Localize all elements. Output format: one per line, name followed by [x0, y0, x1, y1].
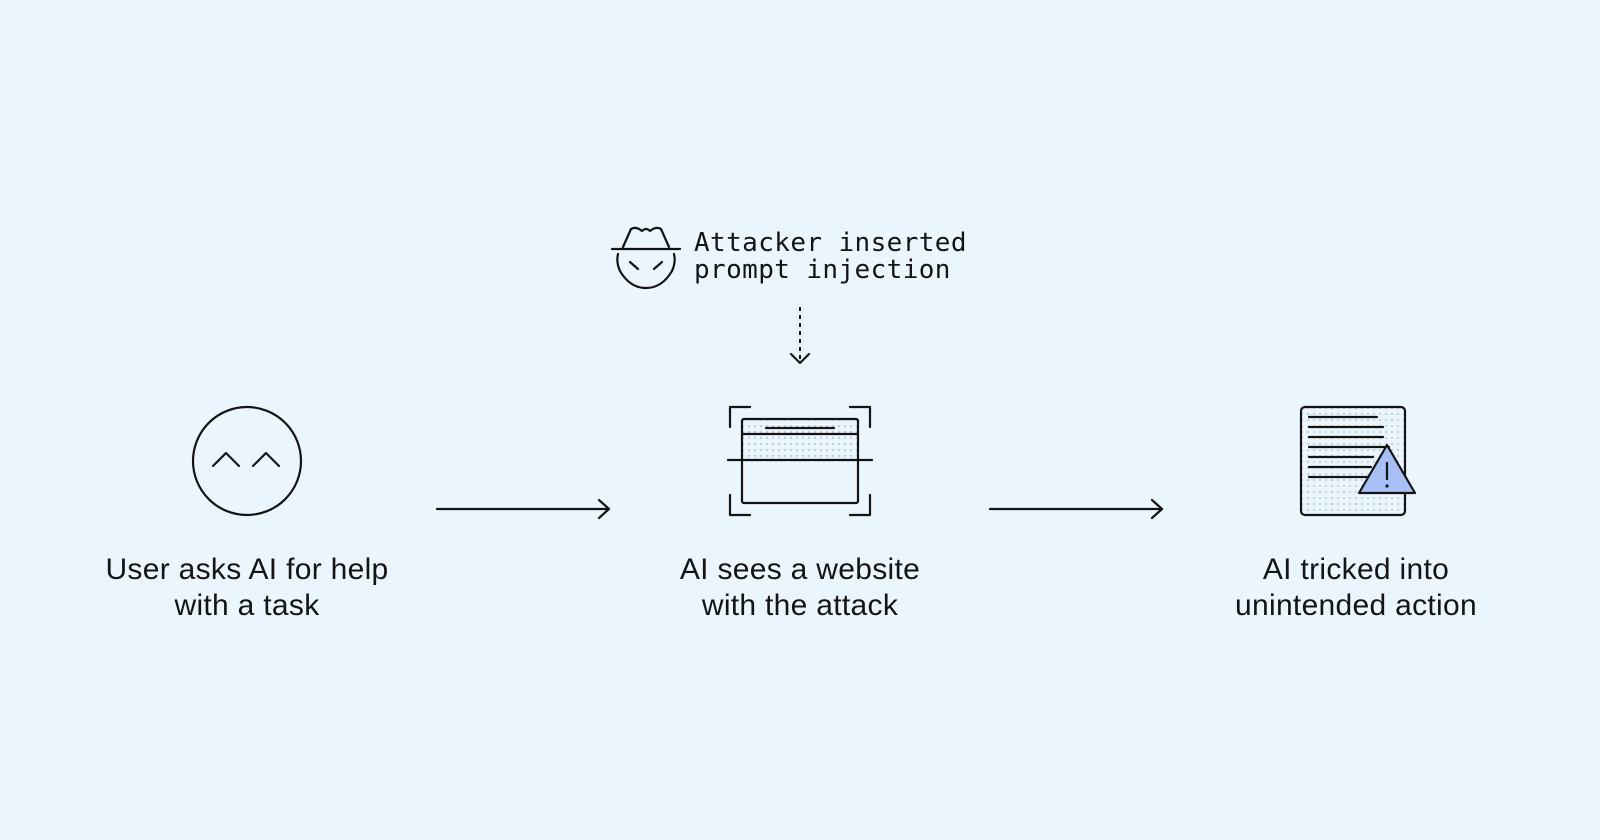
smiling-face-icon: [191, 405, 303, 517]
step-3-caption-line2: unintended action: [1235, 589, 1477, 622]
spy-hat-icon: [610, 226, 682, 290]
flow-arrow-1: [435, 498, 611, 520]
warning-document-icon: [1299, 405, 1417, 517]
step-2-caption-line2: with the attack: [701, 589, 899, 622]
website-frame-icon: [726, 405, 874, 517]
attacker-label-line1: Attacker inserted: [694, 228, 967, 258]
step-3-caption: AI tricked into unintended action: [1146, 552, 1566, 624]
step-3-caption-line1: AI tricked into: [1262, 553, 1450, 586]
attacker-label-line2: prompt injection: [694, 255, 951, 285]
attacker-label: Attacker inserted prompt injection: [694, 230, 967, 284]
flow-arrow-2: [988, 498, 1164, 520]
step-2-caption-line1: AI sees a website: [679, 553, 921, 586]
step-1-caption-line1: User asks AI for help: [105, 553, 389, 586]
step-1-caption-line2: with a task: [174, 589, 320, 622]
step-1-caption: User asks AI for help with a task: [37, 552, 457, 624]
step-2-caption: AI sees a website with the attack: [590, 552, 1010, 624]
dotted-down-arrow-icon: [789, 307, 811, 365]
